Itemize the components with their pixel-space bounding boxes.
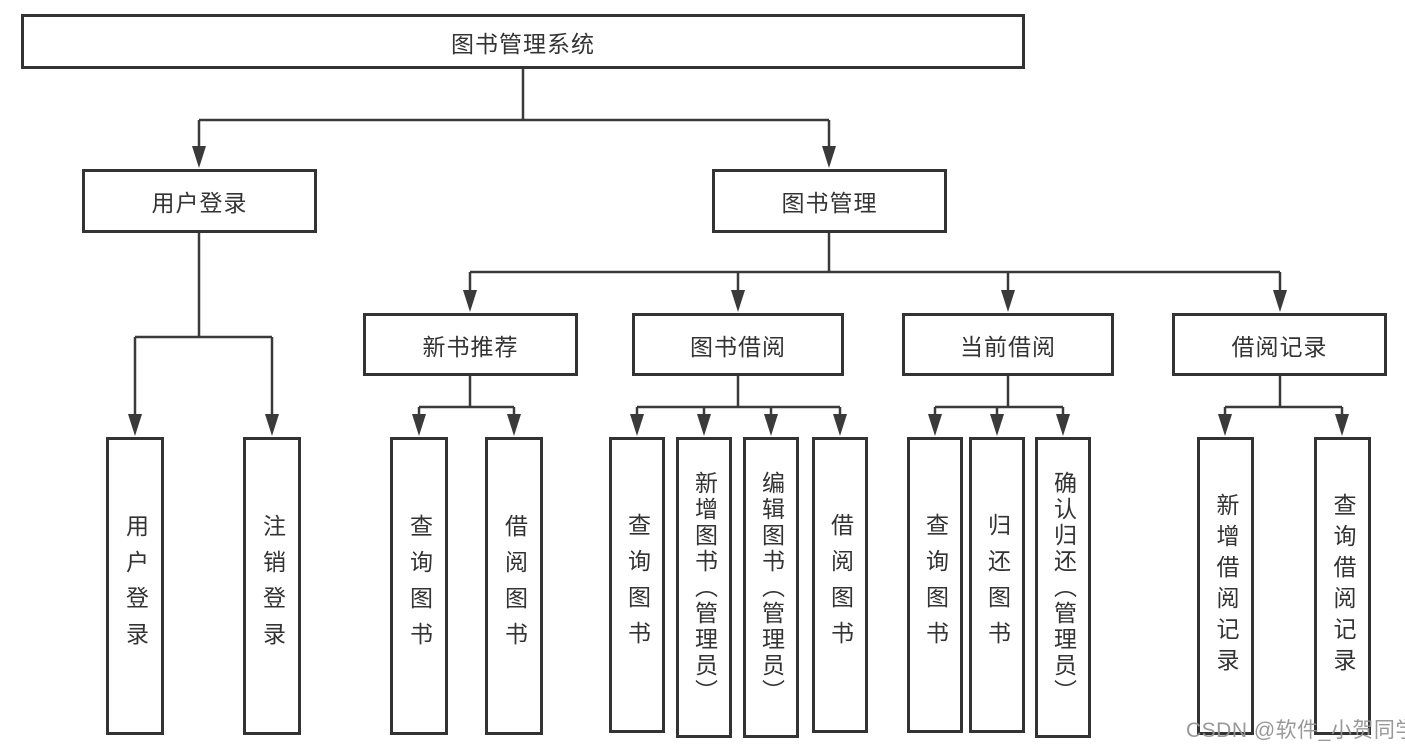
leaf-logout: 注销登录 xyxy=(243,437,301,735)
node-book-borrowing: 图书借阅 xyxy=(632,313,844,376)
leaf-query-books-current: 查询图书 xyxy=(907,437,963,733)
leaf-user-login: 用户登录 xyxy=(106,437,164,735)
node-borrowing-records: 借阅记录 xyxy=(1172,313,1387,376)
watermark: CSDN @软件_小贺同学 xyxy=(1186,719,1405,742)
connector-current-borrowing xyxy=(928,376,1070,436)
node-label: 注销登录 xyxy=(259,514,286,658)
node-label: 借阅图书 xyxy=(827,513,854,657)
node-label: 归还图书 xyxy=(984,513,1011,657)
connector-new-book-recommend xyxy=(412,376,521,436)
leaf-return-book: 归还图书 xyxy=(969,437,1025,733)
arrowhead xyxy=(1218,414,1232,436)
arrowhead xyxy=(833,414,847,436)
leaf-edit-book-admin: 编辑图书（管理员） xyxy=(743,437,799,738)
arrowhead xyxy=(630,414,644,436)
arrowhead xyxy=(128,414,142,436)
connector-lines xyxy=(133,233,274,418)
node-label: 确认归还（管理员） xyxy=(1050,470,1077,705)
node-label: 查询图书 xyxy=(624,513,651,657)
leaf-query-borrow-record: 查询借阅记录 xyxy=(1314,437,1371,735)
arrowhead xyxy=(1335,414,1349,436)
leaf-add-borrow-record: 新增借阅记录 xyxy=(1197,437,1254,735)
arrowhead xyxy=(764,414,778,436)
node-label: 借阅图书 xyxy=(501,514,528,658)
node-label: 查询图书 xyxy=(406,514,433,658)
node-label: 图书管理 xyxy=(781,190,878,216)
arrowhead xyxy=(822,146,836,168)
node-user-login: 用户登录 xyxy=(82,169,317,233)
connector-lines xyxy=(1223,376,1344,418)
arrowhead xyxy=(1001,290,1015,312)
arrowhead xyxy=(928,414,942,436)
leaf-borrow-books-recommend: 借阅图书 xyxy=(485,437,543,735)
node-label: 当前借阅 xyxy=(960,333,1056,360)
arrowhead xyxy=(697,414,711,436)
node-label: 新增借阅记录 xyxy=(1213,493,1239,679)
arrowhead xyxy=(990,414,1004,436)
node-book-management: 图书管理 xyxy=(712,169,947,233)
arrowhead xyxy=(192,146,206,168)
node-current-borrowing: 当前借阅 xyxy=(902,313,1114,376)
node-label: 查询借阅记录 xyxy=(1330,493,1356,679)
connector-lines xyxy=(933,376,1065,418)
connector-lines xyxy=(417,376,516,418)
connector-book-borrowing xyxy=(630,376,847,436)
node-library-system: 图书管理系统 xyxy=(21,14,1025,69)
connector-book-management xyxy=(463,233,1287,312)
arrowhead xyxy=(507,414,521,436)
leaf-query-books-recommend: 查询图书 xyxy=(390,437,448,735)
node-label: 图书管理系统 xyxy=(451,30,595,57)
node-label: 借阅记录 xyxy=(1231,333,1328,360)
node-label: 新增图书（管理员） xyxy=(691,470,718,705)
leaf-borrow-books-borrowing: 借阅图书 xyxy=(812,437,868,733)
arrowhead xyxy=(1056,414,1070,436)
node-label: 编辑图书（管理员） xyxy=(758,470,785,705)
node-label: 用户登录 xyxy=(151,190,248,216)
leaf-query-books-borrowing: 查询图书 xyxy=(609,437,665,733)
connector-root xyxy=(192,69,836,168)
node-label: 新书推荐 xyxy=(422,333,519,360)
arrowhead xyxy=(1273,290,1287,312)
node-label: 查询图书 xyxy=(922,513,949,657)
node-new-book-recommend: 新书推荐 xyxy=(363,313,578,376)
node-label: 图书借阅 xyxy=(690,333,786,360)
connector-lines xyxy=(197,69,831,150)
connector-borrowing-records xyxy=(1218,376,1349,436)
connector-lines xyxy=(468,233,1282,294)
leaf-confirm-return-admin: 确认归还（管理员） xyxy=(1035,437,1091,738)
arrowhead xyxy=(265,414,279,436)
leaf-add-book-admin: 新增图书（管理员） xyxy=(676,437,732,738)
arrowhead xyxy=(731,290,745,312)
node-label: 用户登录 xyxy=(122,514,149,658)
arrowhead xyxy=(463,290,477,312)
connector-lines xyxy=(635,376,842,418)
connector-user-login xyxy=(128,233,279,436)
arrowhead xyxy=(412,414,426,436)
